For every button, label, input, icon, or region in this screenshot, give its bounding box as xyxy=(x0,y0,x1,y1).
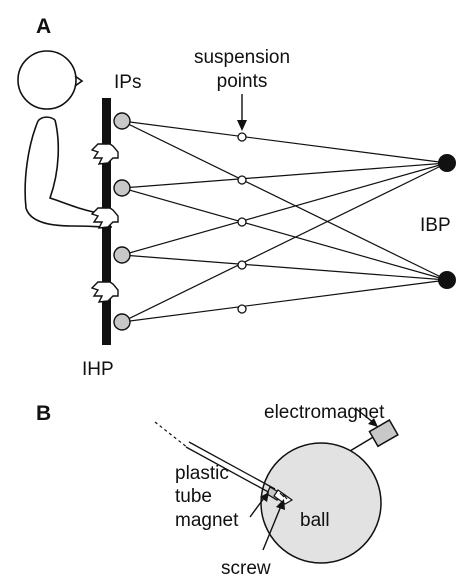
panel-b-label: B xyxy=(36,402,51,425)
ibp-point xyxy=(438,271,456,289)
suspension-points xyxy=(237,132,247,314)
magnet-arrow xyxy=(249,492,269,518)
plastic-label: plastic xyxy=(175,463,229,484)
ip-point xyxy=(113,112,131,130)
screw-arrow xyxy=(262,499,285,551)
suspension-label-line2: points xyxy=(217,71,268,92)
screw xyxy=(273,489,294,505)
plastic-tube xyxy=(185,441,276,495)
suspension-point xyxy=(237,217,247,227)
person-outline-icon xyxy=(17,50,113,228)
ip-points xyxy=(113,112,131,331)
tube-label: tube xyxy=(175,486,212,507)
suspension-point xyxy=(237,304,247,314)
suspension-label-line1: suspension xyxy=(194,47,290,68)
ip-point xyxy=(113,313,131,331)
ball xyxy=(260,442,382,564)
ihp-label: IHP xyxy=(82,359,114,380)
hand-icon xyxy=(90,143,119,303)
panel-a-label: A xyxy=(36,15,51,38)
ip-point xyxy=(113,246,131,264)
electromagnet-label: electromagnet xyxy=(264,402,385,423)
ibp-point xyxy=(438,154,456,172)
suspension-arrow xyxy=(237,94,247,131)
strings xyxy=(121,120,448,323)
suspension-point xyxy=(237,260,247,270)
ibp-points xyxy=(438,154,456,289)
electromagnet-arrow xyxy=(354,407,378,427)
panel-a: A xyxy=(17,15,456,380)
ip-point xyxy=(113,179,131,197)
suspension-point xyxy=(237,175,247,185)
suspension-point xyxy=(237,132,247,142)
ibp-label: IBP xyxy=(420,215,451,236)
panel-b: B xyxy=(36,402,399,579)
ips-label: IPs xyxy=(114,72,141,93)
magnet-label: magnet xyxy=(175,510,239,531)
ball-label: ball xyxy=(300,510,330,531)
electromagnet-box-icon xyxy=(368,419,399,448)
tube-extension xyxy=(154,421,189,449)
screw-label: screw xyxy=(221,558,271,579)
